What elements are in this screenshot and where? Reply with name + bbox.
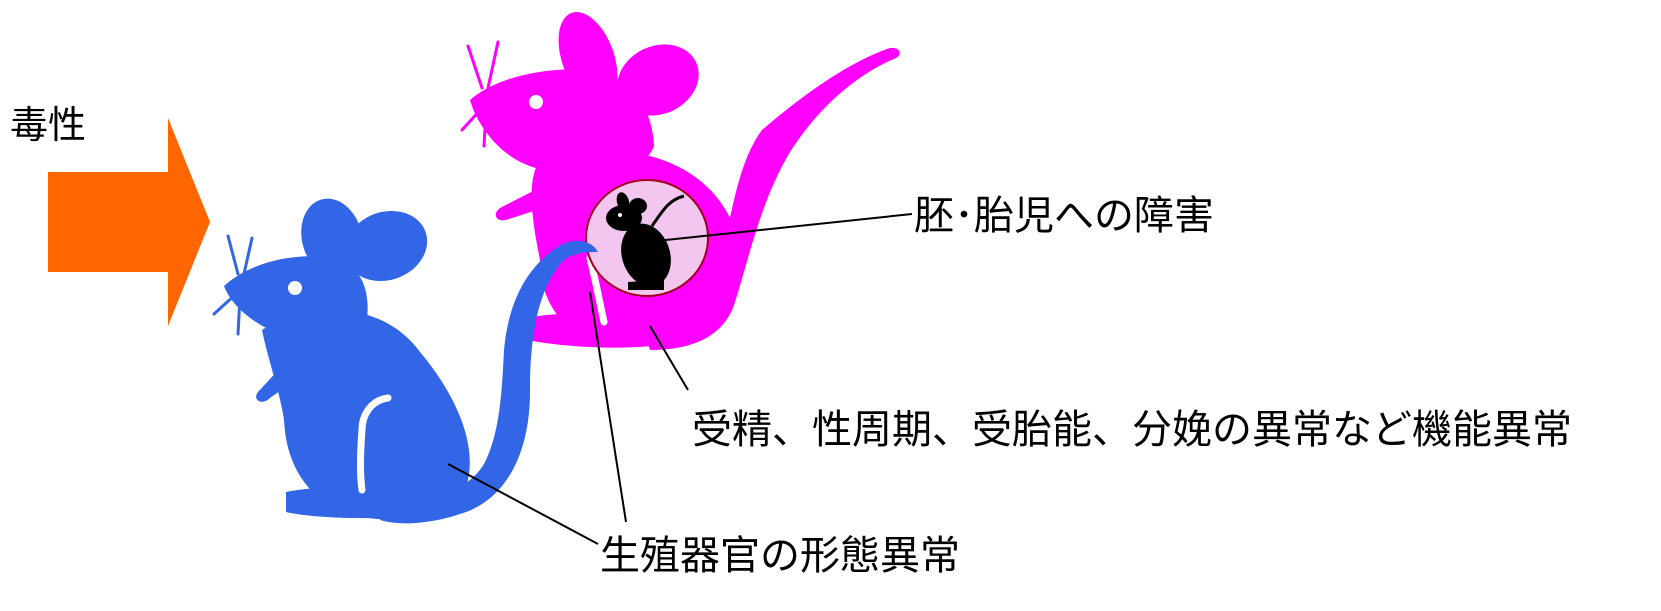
blue-mouse-eye [288, 281, 302, 295]
functional-abnormality-label: 受精、性周期、受胎能、分娩の異常など機能異常 [692, 410, 1572, 450]
toxicity-label: 毒性 [10, 106, 86, 144]
toxicity-arrow [48, 118, 210, 326]
embryo-fetal-damage-label: 胚･胎児への障害 [914, 196, 1214, 236]
fetus-eye [618, 213, 622, 217]
reproductive-organ-morphology-label: 生殖器官の形態異常 [600, 536, 960, 576]
magenta-mouse-eye [529, 95, 543, 109]
magenta-mouse-hindfoot [528, 314, 652, 348]
